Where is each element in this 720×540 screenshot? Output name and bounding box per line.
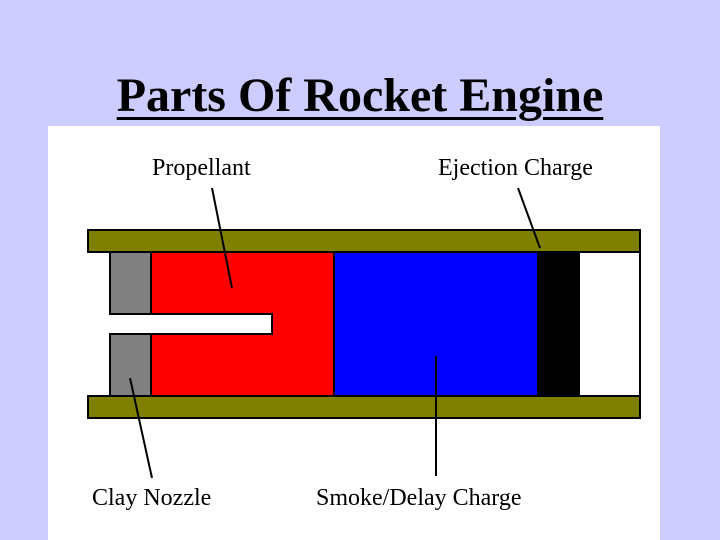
propellant-leader-line [211, 187, 233, 289]
rocket-engine-cross-section [87, 187, 641, 479]
nozzle-channel [110, 313, 273, 335]
smoke-delay-charge-label: Smoke/Delay Charge [316, 485, 522, 511]
slide-title: Parts Of Rocket Engine [116, 69, 604, 122]
ejection-charge-block [537, 251, 580, 397]
ejection-charge-leader-line [517, 187, 541, 249]
clay-nozzle-upper [109, 251, 152, 315]
clay-nozzle-lower [109, 333, 152, 397]
casing-top-wall [87, 229, 641, 253]
casing-bottom-wall [87, 395, 641, 419]
clay-nozzle-label: Clay Nozzle [92, 485, 212, 511]
rocket-engine-diagram: Propellant Ejection Charge Clay Nozzle S… [48, 126, 660, 540]
ejection-charge-label: Ejection Charge [438, 155, 593, 181]
clay-nozzle-leader-line [129, 377, 153, 479]
propellant-label: Propellant [152, 155, 251, 181]
empty-tube-section [578, 251, 641, 397]
